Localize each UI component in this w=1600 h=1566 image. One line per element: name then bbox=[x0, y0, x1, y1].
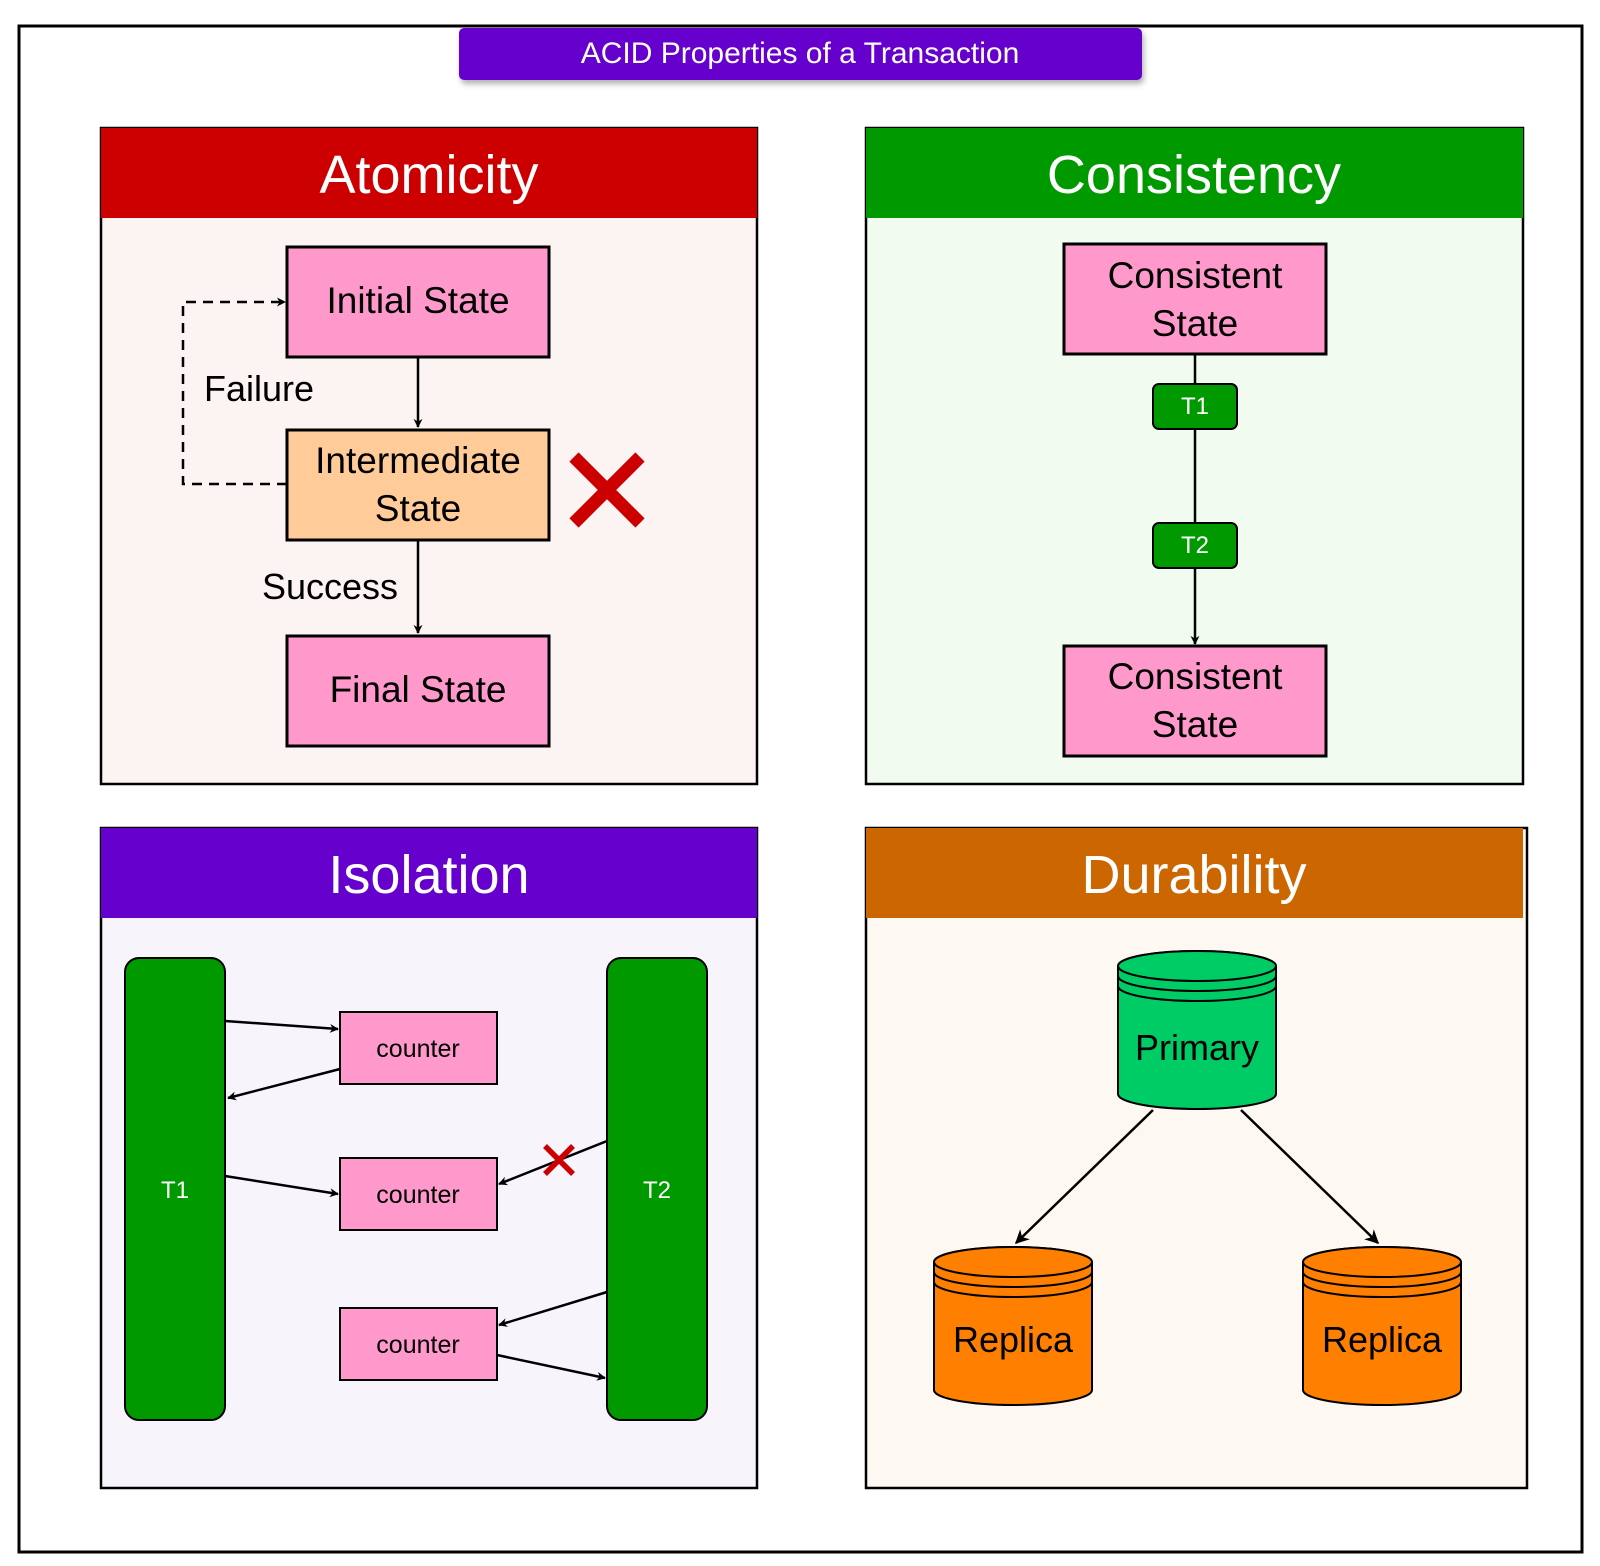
title-bar bbox=[459, 28, 1142, 80]
consistency-panel: Consistency Consistent State T1 T2 Consi… bbox=[864, 126, 1525, 786]
atomicity-header-bar bbox=[101, 128, 757, 218]
isolation-header-bar bbox=[101, 828, 757, 918]
page-title: ACID Properties of a Transaction bbox=[581, 37, 1020, 70]
replication-arrow-2 bbox=[1240, 1109, 1380, 1244]
counter-label-3: counter bbox=[376, 1331, 459, 1359]
consistent-state-end-box bbox=[1062, 644, 1328, 758]
atomicity-panel: Atomicity Failure Initial State Intermed… bbox=[99, 126, 759, 786]
intermediate-state-label-line2: State bbox=[375, 488, 461, 529]
isolation-t1-label: T1 bbox=[161, 1177, 189, 1204]
durability-header: Durability bbox=[1081, 845, 1306, 905]
intermediate-state-box bbox=[285, 428, 551, 542]
primary-database-label: Primary bbox=[1135, 1027, 1259, 1068]
cross-icon bbox=[543, 1144, 575, 1176]
consistent-state-end-line2: State bbox=[1152, 704, 1238, 745]
replica-database-label-1: Replica bbox=[953, 1319, 1074, 1360]
consistent-state-start-line2: State bbox=[1152, 303, 1238, 344]
success-label: Success bbox=[262, 566, 398, 607]
isolation-t2-label: T2 bbox=[643, 1177, 671, 1204]
counter-label-2: counter bbox=[376, 1181, 459, 1209]
consistency-header: Consistency bbox=[1047, 145, 1341, 205]
t1-return-arrow bbox=[227, 1067, 341, 1101]
consistency-t2-badge bbox=[1152, 522, 1238, 569]
initial-state-box bbox=[285, 245, 551, 359]
t2-read-arrow bbox=[498, 1290, 608, 1327]
isolation-t1-bar bbox=[124, 957, 226, 1421]
t1-read-arrow bbox=[224, 1019, 339, 1033]
failure-loop-arrow bbox=[181, 297, 287, 486]
counter-box-2 bbox=[339, 1157, 498, 1231]
durability-panel: Durability Primary Replica Replica bbox=[864, 826, 1529, 1490]
t2-write-arrow bbox=[496, 1353, 606, 1381]
consistency-t1-label: T1 bbox=[1181, 393, 1209, 420]
failure-label: Failure bbox=[204, 368, 314, 409]
consistent-state-end-line1: Consistent bbox=[1108, 656, 1284, 697]
consistency-t2-label: T2 bbox=[1181, 532, 1209, 559]
intermediate-state-label-line1: Intermediate bbox=[315, 440, 521, 481]
counter-box-3 bbox=[339, 1307, 498, 1381]
replica-database-icon-1: Replica bbox=[933, 1246, 1093, 1406]
final-state-box bbox=[285, 634, 551, 748]
consistent-state-start-box bbox=[1062, 242, 1328, 356]
durability-header-bar bbox=[866, 828, 1523, 918]
final-state-label: Final State bbox=[330, 669, 507, 710]
initial-state-label: Initial State bbox=[326, 280, 509, 321]
isolation-panel: Isolation T1 T2 counter counter counter bbox=[99, 826, 759, 1490]
replica-database-label-2: Replica bbox=[1322, 1319, 1443, 1360]
isolation-header: Isolation bbox=[328, 845, 529, 905]
primary-database-icon: Primary bbox=[1117, 950, 1277, 1110]
title-banner: ACID Properties of a Transaction bbox=[459, 28, 1142, 80]
atomicity-header: Atomicity bbox=[319, 145, 538, 205]
consistent-state-start-line1: Consistent bbox=[1108, 255, 1284, 296]
consistency-header-bar bbox=[866, 128, 1523, 218]
replication-arrow-1 bbox=[1014, 1109, 1154, 1244]
counter-label-1: counter bbox=[376, 1035, 459, 1063]
replica-database-icon-2: Replica bbox=[1302, 1246, 1462, 1406]
consistency-t1-badge bbox=[1152, 383, 1238, 430]
t1-write-arrow bbox=[224, 1174, 339, 1198]
counter-box-1 bbox=[339, 1011, 498, 1085]
cross-icon bbox=[569, 452, 645, 528]
isolation-t2-bar bbox=[606, 957, 708, 1421]
